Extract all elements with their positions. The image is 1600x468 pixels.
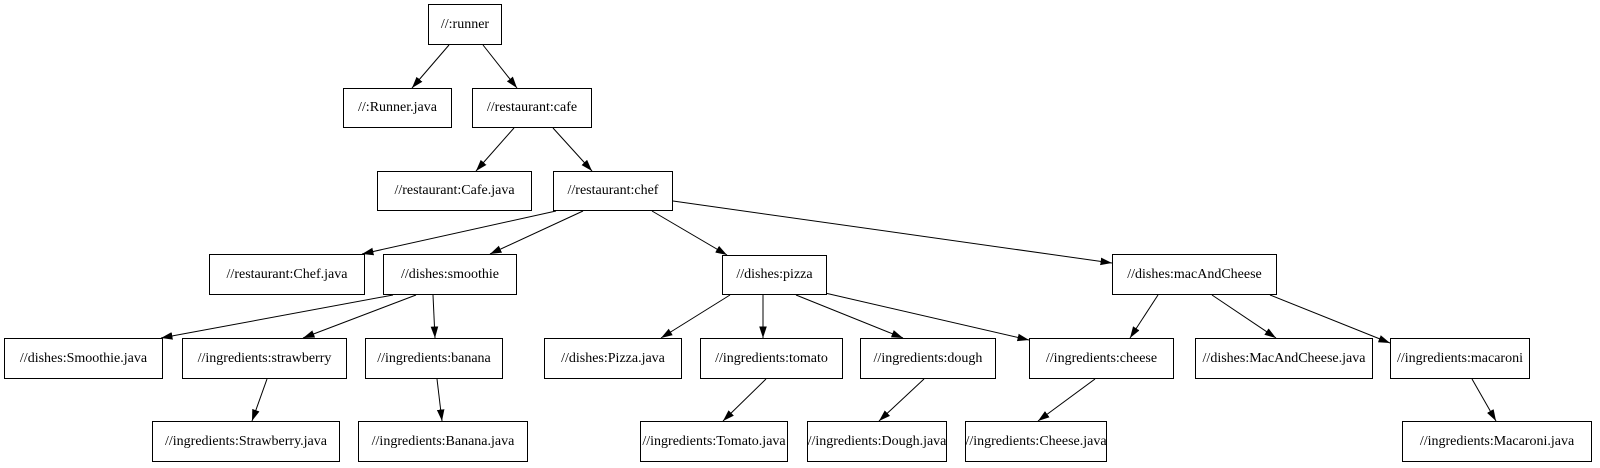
graph-node-label: //ingredients:strawberry xyxy=(197,350,332,366)
edge-cafe-to-cafe_java xyxy=(475,127,515,172)
edge-macaroni-to-macaroni_java xyxy=(1471,378,1497,422)
graph-node-pizza_java: //dishes:Pizza.java xyxy=(544,338,682,379)
graph-node-cafe: //restaurant:cafe xyxy=(472,88,592,128)
edge-tomato-to-tomato_java xyxy=(722,378,767,422)
graph-node-dough_java: //ingredients:Dough.java xyxy=(807,421,947,462)
graph-node-label: //dishes:Smoothie.java xyxy=(19,350,148,366)
graph-node-label: //ingredients:Cheese.java xyxy=(965,433,1107,449)
graph-node-label: //ingredients:Tomato.java xyxy=(642,433,786,449)
graph-node-label: //restaurant:Chef.java xyxy=(226,266,348,282)
graph-node-chef_java: //restaurant:Chef.java xyxy=(209,254,365,295)
edge-chef-to-pizza xyxy=(651,210,728,256)
graph-node-label: //ingredients:Banana.java xyxy=(371,433,515,449)
graph-node-runner_java: //:Runner.java xyxy=(343,88,452,128)
graph-node-label: //dishes:pizza xyxy=(736,267,813,282)
graph-node-strawberry: //ingredients:strawberry xyxy=(182,338,347,379)
graph-node-macaroni_java: //ingredients:Macaroni.java xyxy=(1402,421,1592,462)
graph-node-label: //:Runner.java xyxy=(358,100,437,115)
graph-node-cheese: //ingredients:cheese xyxy=(1029,338,1174,379)
edge-smoothie-to-smoothie_java xyxy=(160,294,394,340)
graph-node-label: //ingredients:Macaroni.java xyxy=(1419,433,1575,449)
edge-dough-to-dough_java xyxy=(878,378,925,422)
graph-node-chef: //restaurant:chef xyxy=(553,171,673,211)
graph-node-tomato_java: //ingredients:Tomato.java xyxy=(640,421,788,462)
edge-mac_and_cheese-to-macaroni xyxy=(1269,294,1391,344)
graph-node-label: //ingredients:cheese xyxy=(1045,350,1158,366)
graph-node-label: //ingredients:Strawberry.java xyxy=(165,433,327,449)
graph-node-macaroni: //ingredients:macaroni xyxy=(1390,338,1530,379)
edge-smoothie-to-banana xyxy=(430,294,439,339)
graph-node-mac_and_cheese_java: //dishes:MacAndCheese.java xyxy=(1195,338,1373,379)
graph-node-label: //ingredients:tomato xyxy=(715,350,828,366)
edge-pizza-to-cheese xyxy=(824,292,1030,342)
edge-pizza-to-pizza_java xyxy=(660,294,731,339)
graph-node-smoothie_java: //dishes:Smoothie.java xyxy=(4,338,163,379)
graph-node-strawberry_java: //ingredients:Strawberry.java xyxy=(152,421,340,462)
graph-node-banana: //ingredients:banana xyxy=(365,338,503,379)
graph-node-label: //dishes:macAndCheese xyxy=(1127,266,1262,282)
edge-strawberry-to-strawberry_java xyxy=(251,378,268,422)
edge-cheese-to-cheese_java xyxy=(1037,378,1096,422)
edge-mac_and_cheese-to-cheese xyxy=(1129,294,1159,339)
graph-node-label: //ingredients:dough xyxy=(873,350,983,366)
graph-node-label: //dishes:MacAndCheese.java xyxy=(1202,350,1366,366)
graph-node-label: //restaurant:Cafe.java xyxy=(394,183,515,198)
edge-chef-to-chef_java xyxy=(361,210,557,256)
graph-node-label: //ingredients:macaroni xyxy=(1397,350,1523,366)
graph-node-label: //dishes:Pizza.java xyxy=(561,350,665,366)
edge-pizza-to-dough xyxy=(795,294,904,339)
graph-node-label: //ingredients:Dough.java xyxy=(807,433,947,449)
graph-node-banana_java: //ingredients:Banana.java xyxy=(358,421,528,462)
graph-node-label: //restaurant:cafe xyxy=(486,100,578,115)
edge-runner-to-cafe xyxy=(482,44,518,89)
edge-smoothie-to-strawberry xyxy=(302,294,417,339)
edge-runner-to-runner_java xyxy=(411,44,450,89)
graph-node-dough: //ingredients:dough xyxy=(860,338,996,379)
graph-node-label: //restaurant:chef xyxy=(567,183,659,198)
graph-node-smoothie: //dishes:smoothie xyxy=(383,254,517,295)
edge-mac_and_cheese-to-mac_and_cheese_java xyxy=(1211,294,1277,339)
graph-node-runner: //:runner xyxy=(428,4,502,45)
graph-node-cheese_java: //ingredients:Cheese.java xyxy=(965,421,1107,462)
graph-node-tomato: //ingredients:tomato xyxy=(700,338,843,379)
edge-banana-to-banana_java xyxy=(436,378,445,422)
edge-chef-to-mac_and_cheese xyxy=(672,200,1113,266)
graph-node-label: //ingredients:banana xyxy=(377,350,491,366)
graph-node-mac_and_cheese: //dishes:macAndCheese xyxy=(1112,254,1277,295)
graph-node-label: //:runner xyxy=(440,16,490,32)
graph-node-label: //dishes:smoothie xyxy=(401,266,499,282)
edge-chef-to-smoothie xyxy=(489,210,584,255)
graph-node-pizza: //dishes:pizza xyxy=(722,255,827,295)
graph-node-cafe_java: //restaurant:Cafe.java xyxy=(377,171,532,211)
edge-cafe-to-chef xyxy=(552,127,593,172)
